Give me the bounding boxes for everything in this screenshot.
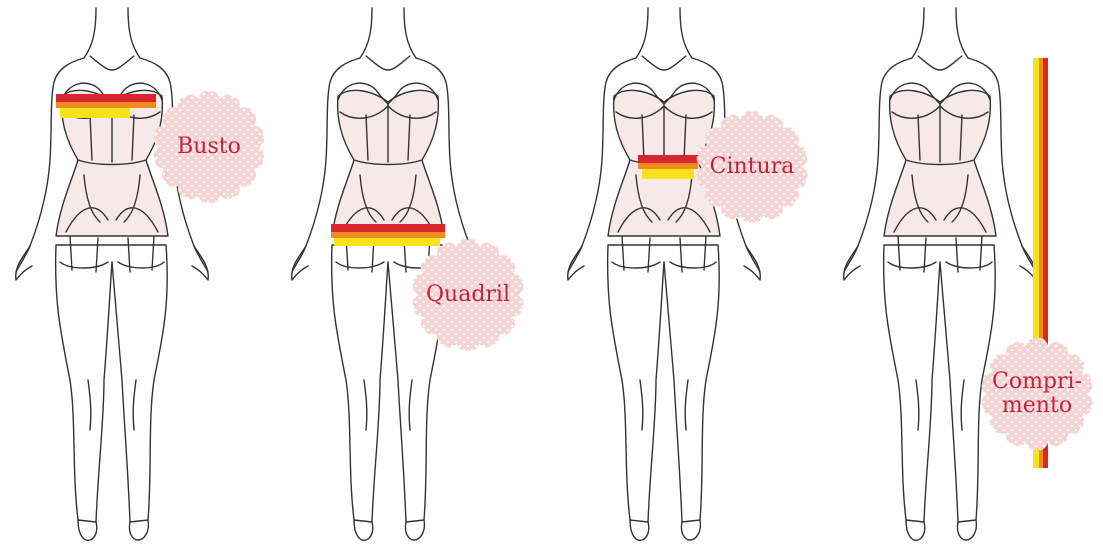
measure-badge-busto: Busto — [150, 88, 268, 206]
measure-label-comprimento: Compri- mento — [992, 370, 1082, 418]
feet — [78, 520, 148, 540]
feet — [906, 520, 976, 540]
figure-panel-cintura: Cintura — [552, 0, 827, 548]
collarbone — [642, 56, 686, 70]
figure-panel-quadril: Quadril — [276, 0, 551, 548]
feet — [354, 520, 424, 540]
legs — [56, 245, 168, 522]
neck — [84, 8, 140, 58]
figure-panel-comprimento: Compri- mento — [828, 0, 1103, 548]
collarbone — [918, 56, 962, 70]
neck — [360, 8, 416, 58]
measure-label-quadril: Quadril — [426, 283, 510, 307]
measure-label-cintura: Cintura — [710, 155, 795, 179]
feet — [630, 520, 700, 540]
measure-badge-comprimento: Compri- mento — [978, 332, 1096, 456]
measure-badge-cintura: Cintura — [690, 108, 814, 226]
legs — [608, 245, 720, 522]
measure-label-busto: Busto — [177, 135, 241, 159]
body-figure — [552, 0, 827, 548]
waist-tape — [638, 155, 698, 179]
measure-badge-quadril: Quadril — [406, 236, 530, 354]
neck — [912, 8, 968, 58]
body-figure — [0, 0, 275, 548]
figure-panel-busto: Busto — [0, 0, 275, 548]
neck — [636, 8, 692, 58]
collarbone — [90, 56, 134, 70]
body-figure — [828, 0, 1103, 548]
collarbone — [366, 56, 410, 70]
